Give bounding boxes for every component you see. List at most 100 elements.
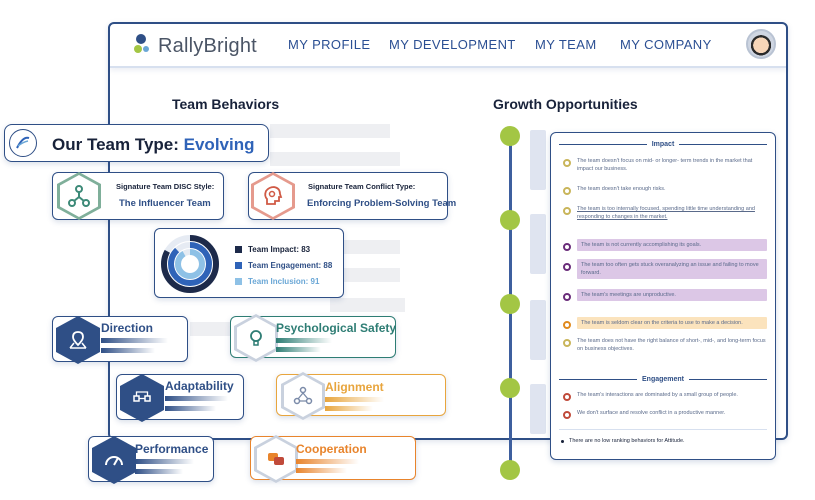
adaptability-hex-frame bbox=[120, 374, 164, 422]
team-type-card[interactable]: Our Team Type: Evolving bbox=[4, 124, 269, 162]
disc-style-value: The Influencer Team bbox=[119, 198, 211, 209]
legend-swatch bbox=[235, 262, 242, 269]
top-navigation-bar: RallyBright MY PROFILE MY DEVELOPMENT MY… bbox=[110, 24, 786, 68]
disc-style-card[interactable]: Signature Team DISC Style: The Influence… bbox=[52, 172, 224, 220]
conflict-type-card[interactable]: Signature Team Conflict Type: Enforcing … bbox=[248, 172, 456, 220]
conflict-type-label: Signature Team Conflict Type: bbox=[308, 182, 416, 191]
user-avatar[interactable] bbox=[746, 29, 776, 59]
placeholder-bar bbox=[330, 240, 400, 254]
team-scores-card[interactable]: Team Impact: 83 Team Engagement: 88 Team… bbox=[154, 228, 344, 298]
inclusion-ring bbox=[175, 249, 205, 279]
timeline-node[interactable] bbox=[500, 460, 520, 480]
people-triangle-icon bbox=[293, 386, 313, 405]
behavior-title: Cooperation bbox=[296, 442, 367, 456]
placeholder-bar bbox=[270, 152, 400, 166]
growth-opportunities-panel: Impact The team doesn't focus on mid- or… bbox=[550, 132, 776, 460]
behavior-level-bar bbox=[276, 338, 332, 343]
nav-my-development[interactable]: MY DEVELOPMENT bbox=[389, 37, 516, 52]
team-type-badge-icon bbox=[9, 129, 37, 157]
impact-item: The team doesn't take enough risks. bbox=[563, 185, 767, 195]
nav-my-company[interactable]: MY COMPANY bbox=[620, 37, 712, 52]
bullet-dot-icon bbox=[563, 263, 571, 271]
psych-safety-hex-frame bbox=[234, 314, 278, 362]
behavior-card-psychological-safety[interactable]: Psychological Safety bbox=[230, 314, 397, 362]
network-nodes-icon bbox=[68, 185, 90, 207]
collapsed-card-edge bbox=[530, 130, 546, 190]
engagement-ring bbox=[168, 242, 212, 286]
placeholder-bar bbox=[330, 268, 400, 282]
engagement-heading-row: Engagement bbox=[559, 374, 768, 384]
disc-hex-frame bbox=[57, 172, 101, 220]
impact-item: The team doesn't focus on mid- or longer… bbox=[563, 157, 767, 173]
behavior-card-performance[interactable]: Performance bbox=[88, 436, 214, 484]
behavior-level-bar bbox=[325, 397, 384, 402]
bullet-dot-icon bbox=[563, 243, 571, 251]
timeline-node[interactable] bbox=[500, 378, 520, 398]
attitude-note: There are no low ranking behaviors for A… bbox=[561, 437, 767, 445]
impact-item-highlighted: The team's meetings are unproductive. bbox=[563, 289, 767, 301]
impact-item-highlighted: The team too often gets stuck overanalyz… bbox=[563, 259, 767, 279]
collapsed-card-edge bbox=[530, 300, 546, 360]
placeholder-bar bbox=[330, 298, 405, 312]
behavior-title: Adaptability bbox=[165, 379, 234, 393]
behavior-level-bar bbox=[296, 468, 347, 473]
engagement-item: The team's interactions are dominated by… bbox=[563, 391, 767, 401]
bullet-dot-icon bbox=[563, 321, 571, 329]
behavior-level-bar bbox=[276, 347, 321, 352]
map-pin-icon bbox=[69, 331, 87, 349]
behavior-card-direction[interactable]: Direction bbox=[52, 316, 188, 364]
bullet-dot-icon bbox=[563, 411, 571, 419]
behavior-level-bar bbox=[101, 338, 168, 343]
behavior-level-bar bbox=[135, 469, 183, 474]
rallybright-logo[interactable]: RallyBright bbox=[134, 32, 257, 60]
team-type-value: Evolving bbox=[183, 135, 255, 154]
direction-hex-frame bbox=[56, 316, 100, 364]
legend-team-engagement: Team Engagement: 88 bbox=[235, 261, 332, 270]
behavior-level-bar bbox=[135, 459, 194, 464]
timeline-node[interactable] bbox=[500, 294, 520, 314]
impact-heading: Impact bbox=[651, 140, 675, 148]
team-behaviors-heading: Team Behaviors bbox=[172, 96, 280, 112]
impact-item: The team does not have the right balance… bbox=[563, 337, 767, 353]
behavior-level-bar bbox=[296, 459, 359, 464]
lightbulb-head-icon bbox=[250, 330, 262, 346]
placeholder-bar bbox=[190, 322, 235, 336]
chat-bubbles-icon bbox=[268, 453, 284, 465]
nav-my-profile[interactable]: MY PROFILE bbox=[288, 37, 371, 52]
nav-my-team[interactable]: MY TEAM bbox=[535, 37, 597, 52]
behavior-title: Psychological Safety bbox=[276, 321, 397, 335]
behavior-title: Alignment bbox=[325, 380, 384, 394]
bullet-dot-icon bbox=[563, 293, 571, 301]
collapsed-card-edge bbox=[530, 384, 546, 434]
bullet-dot-icon bbox=[563, 187, 571, 195]
behavior-title: Performance bbox=[135, 442, 209, 456]
legend-swatch bbox=[235, 278, 242, 285]
impact-item[interactable]: The team is too internally focused, spen… bbox=[563, 205, 767, 221]
legend-swatch bbox=[235, 246, 242, 253]
behavior-card-cooperation[interactable]: Cooperation bbox=[250, 435, 416, 483]
behavior-title: Direction bbox=[101, 321, 154, 335]
engagement-heading: Engagement bbox=[642, 375, 685, 383]
impact-heading-row: Impact bbox=[559, 139, 767, 149]
team-scores-donut-chart bbox=[161, 235, 219, 293]
impact-item-highlighted: The team is not currently accomplishing … bbox=[563, 239, 767, 251]
logo-mark-icon bbox=[134, 34, 156, 58]
team-type-title: Our Team Type: Evolving bbox=[52, 135, 255, 154]
performance-hex-frame bbox=[92, 436, 136, 484]
flowchart-icon bbox=[133, 391, 151, 402]
behavior-level-bar bbox=[165, 406, 216, 411]
timeline-node[interactable] bbox=[500, 210, 520, 230]
growth-opportunities-heading: Growth Opportunities bbox=[493, 96, 638, 112]
speedometer-icon bbox=[105, 456, 123, 466]
cooperation-hex-frame bbox=[254, 435, 298, 483]
behavior-level-bar bbox=[101, 348, 155, 353]
bullet-dot-icon bbox=[563, 393, 571, 401]
behavior-card-adaptability[interactable]: Adaptability bbox=[116, 374, 244, 422]
engagement-item: We don't surface and resolve conflict in… bbox=[563, 409, 767, 419]
impact-item-highlighted: The team is seldom clear on the criteria… bbox=[563, 317, 767, 329]
bullet-dot-icon bbox=[563, 159, 571, 167]
impact-ring bbox=[161, 235, 219, 293]
timeline-node[interactable] bbox=[500, 126, 520, 146]
disc-style-label: Signature Team DISC Style: bbox=[116, 182, 215, 191]
behavior-card-alignment[interactable]: Alignment bbox=[276, 372, 446, 420]
